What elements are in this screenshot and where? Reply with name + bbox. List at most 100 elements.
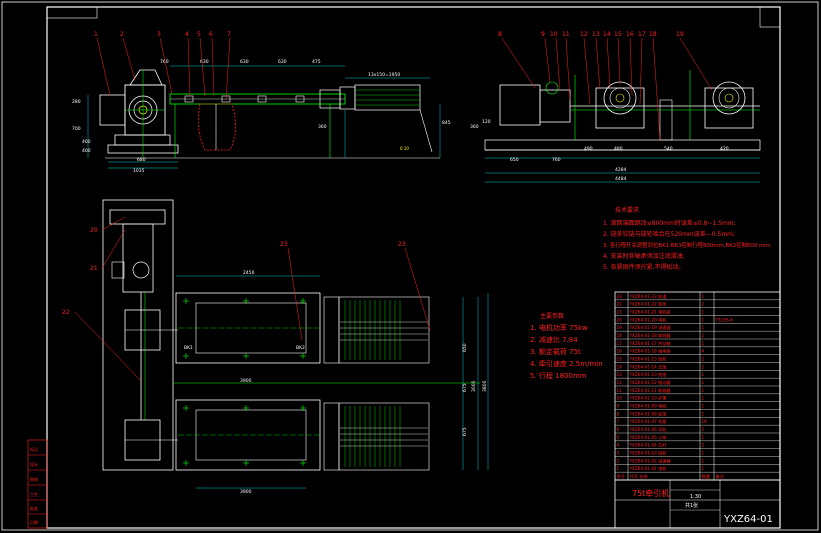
parts-table-cell: 1 (702, 341, 705, 346)
callout-2: 2 (120, 31, 124, 38)
plan-dim-right: 675 (462, 427, 468, 436)
parts-table-cell: YXZ64-01-18 联轴器 (629, 332, 672, 339)
callout-3: 3 (157, 31, 161, 38)
parts-table-cell: 12 (617, 380, 623, 385)
params-line: 2. 减速比 7.84 (530, 335, 578, 344)
side-dim-bottom: 490 (584, 146, 593, 152)
plan-view: BK1 BK2 2450 3900 (62, 199, 489, 495)
parts-table-cell: YXZ64-01-10 护罩 (629, 395, 667, 402)
tech-line: 1. 滚筒端面跳动≤800mm时误差≤0.8~1.5mm; (603, 219, 736, 227)
parts-table-cell: 1 (702, 435, 705, 440)
parts-table-cell: 2 (702, 333, 705, 338)
side-dim-bottom: 420 (720, 146, 729, 152)
front-dim-right: 845 (442, 120, 451, 126)
parts-table-cell: 5 (617, 435, 620, 440)
callout-11: 11 (562, 31, 570, 38)
callout-23a: 23 (280, 241, 288, 248)
sensor-label: BK2 (296, 345, 305, 351)
parts-table-cell: 14 (617, 364, 623, 369)
parts-table-cell: 2 (617, 458, 620, 463)
parts-table-cell: 16 (617, 349, 623, 354)
strip-label: 审核 (30, 476, 38, 482)
front-dim-top: 760 (160, 59, 169, 65)
strip-label: 批准 (30, 505, 38, 511)
side-dim-bottom: 540 (664, 146, 673, 152)
parts-table-cell: YXZ64-01-11 联轴器 (629, 387, 672, 394)
parts-table-cell: 7 (617, 419, 620, 424)
parts-table-cell: 3 (617, 451, 620, 456)
title-block: 75t牵引机 1:30 共1张 YXZ64-01 (614, 479, 781, 529)
callout-8: 8 (498, 31, 502, 38)
front-dim-left: 400 (82, 139, 91, 145)
parts-table-cell: 13 (617, 372, 623, 377)
parts-table-cell: 4 (702, 349, 705, 354)
parts-table-cell: 17 (617, 341, 623, 346)
parts-table-cell: YXZ64-01-16 轴承座 (629, 348, 671, 355)
side-dim-bottom: 650 (510, 157, 519, 163)
inner-frame (46, 6, 781, 529)
parts-table-cell: 11 (617, 388, 623, 393)
plan-dim-total: 3800 (482, 380, 488, 392)
strip-label: 日期 (30, 519, 38, 525)
parts-table-cell: 9 (617, 404, 620, 409)
parts-table-cell: 2 (702, 357, 705, 362)
side-dim-left: 120 (482, 119, 491, 125)
parts-table-cell: YXZ64-01-21 电机座 (629, 309, 671, 316)
parts-table-cell: YXZ64-01-20 电机 (629, 316, 668, 323)
callout-16: 16 (626, 31, 634, 38)
parts-table-cell: 10 (617, 396, 623, 401)
plan-dim-right: 650 (462, 343, 468, 352)
parts-table-cell: 23 (617, 294, 623, 299)
tech-line: 3. 各行程开关调整到位BK1-BK3控制行程800mm,BK2控制600 mm… (603, 241, 771, 249)
parts-table-cell: YXZ64-01-19 减速器 (629, 324, 672, 331)
front-dim-left: 700 (72, 126, 81, 132)
sensor-label: BK1 (184, 345, 193, 351)
callout-14: 14 (603, 31, 611, 38)
parts-table-cell: YXZ64-01-17 传动轴 (629, 340, 671, 347)
front-dim-bottom: 1035 (133, 168, 145, 174)
params-title: 主要参数 (540, 312, 564, 320)
callout-10: 10 (550, 31, 558, 38)
front-dim-top: 475 (312, 59, 321, 65)
parts-table-cell: 21 (617, 310, 623, 315)
callout-13: 13 (592, 31, 600, 38)
front-dim-left: 400 (82, 148, 91, 154)
title-drawing-no: YXZ64-01 (723, 514, 773, 525)
parts-table-cell: YXZ64-01-02 减速器 (629, 457, 672, 464)
front-dim-right: 360 (318, 124, 327, 130)
parts-table-cell: YXZ64-01-06 导轨 (629, 426, 668, 433)
tech-line: 2. 链条铰链与链轮啮合在520mm误差—0.5mm; (603, 230, 735, 238)
front-dim-left: 280 (72, 99, 81, 105)
parts-table-cell: 1 (702, 404, 705, 409)
params-line: 4. 牵引速度 2.5m/min (530, 359, 603, 368)
parts-table-cell: 1 (702, 396, 705, 401)
strip-label: 工艺 (30, 492, 38, 497)
parts-table-cell: YXZ64-01-14 支架 (629, 363, 667, 370)
callout-17: 17 (638, 31, 646, 38)
callout-19: 19 (676, 31, 684, 38)
parts-table-cell: YXZ64-01-08 底架 (629, 410, 667, 417)
side-dim-total: 4284 (615, 167, 627, 173)
parts-table-cell: 1 (617, 466, 620, 471)
parts-table-cell: YXZ64-01-15 链轮 (629, 356, 668, 363)
tech-title: 技术要求 (615, 206, 639, 214)
parts-table-cell: 2 (702, 302, 705, 307)
title-scale: 1:30 (690, 494, 701, 500)
plan-dim-right: 675 (462, 383, 468, 392)
parts-table-cell: 6 (617, 427, 620, 432)
title-sheet: 共1张 (685, 502, 698, 509)
parts-table-cell: 1 (702, 325, 705, 330)
corner-tag (46, 6, 98, 19)
parts-table-header: 备注 (716, 473, 725, 480)
callout-1: 1 (94, 31, 98, 38)
side-dim-bottom: 760 (552, 157, 561, 163)
parts-table-cell: 15 (617, 357, 623, 362)
params-line: 5. 行程 1800mm (530, 371, 587, 380)
parts-table-cell: 4 (617, 443, 620, 448)
parts-table-cell: 1 (702, 372, 705, 377)
parts-table-cell: YXZ64-01-13 底座 (629, 371, 667, 378)
callout-6: 6 (209, 31, 213, 38)
parts-table-header: 数量 (702, 473, 710, 480)
